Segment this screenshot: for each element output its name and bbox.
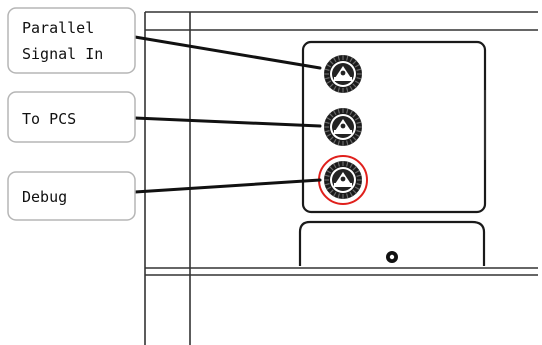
lower-panel: [298, 220, 486, 266]
leader-line-pcs: [133, 116, 322, 128]
leader-line-parallel: [133, 35, 322, 70]
bnc-connector-icon: [318, 155, 368, 205]
enclosure-frame: [144, 11, 538, 345]
indicator-dot-icon: [386, 251, 398, 263]
callout-label-line: Parallel: [22, 19, 94, 37]
callout-to-pcs: To PCS: [7, 91, 136, 143]
callout-parallel-signal-in: Parallel Signal In: [7, 7, 136, 74]
callout-label-line: Debug: [22, 188, 67, 206]
callout-label-line: To PCS: [22, 110, 76, 128]
leader-lines: [133, 35, 322, 194]
leader-line-debug: [133, 178, 322, 194]
bnc-connector-icon: [324, 108, 362, 146]
bnc-connector-icon: [324, 55, 362, 93]
callout-label-line: Signal In: [22, 45, 103, 63]
callout-debug: Debug: [7, 171, 136, 221]
